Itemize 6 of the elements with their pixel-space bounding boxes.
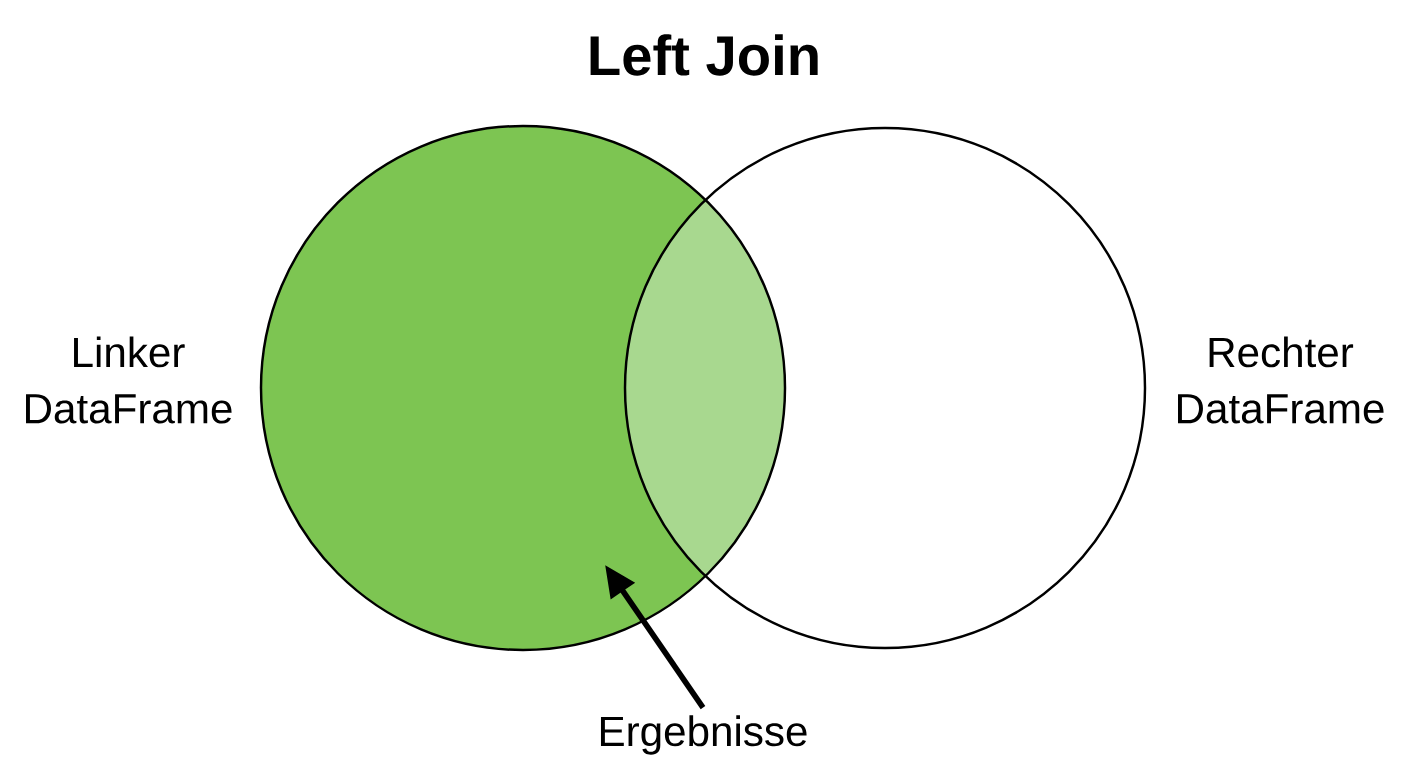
set-label: Rechter DataFrame <box>1178 336 1384 424</box>
result-label: Ergebnisse <box>601 715 807 755</box>
title: Left Join <box>590 34 818 76</box>
set-label: Linker DataFrame <box>26 336 232 424</box>
left-set-circle <box>259 124 787 652</box>
right-set-circle <box>623 126 1147 650</box>
